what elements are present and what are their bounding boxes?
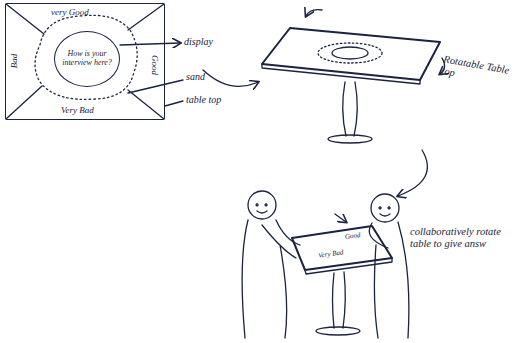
table-scribble-label: Good bbox=[345, 231, 362, 241]
flow-arrow bbox=[398, 150, 427, 196]
leader-line bbox=[165, 101, 183, 106]
display-circle: How is your interview here? bbox=[54, 31, 120, 87]
annotation-label: table top bbox=[186, 94, 221, 106]
leader-line bbox=[120, 43, 180, 45]
rotatable-table bbox=[262, 10, 445, 143]
table-diagonals bbox=[6, 4, 164, 119]
people-at-table bbox=[242, 191, 409, 338]
rating-label: Good bbox=[149, 55, 159, 75]
annotation-label: collaboratively rotate table to give ans… bbox=[410, 226, 522, 250]
annotation-label: display bbox=[184, 36, 213, 48]
rating-label: Bad bbox=[10, 54, 20, 69]
leader-line bbox=[128, 80, 183, 93]
annotation-label: sand bbox=[186, 71, 205, 83]
rating-label: Very Bad bbox=[61, 106, 94, 116]
question-text: How is your interview here? bbox=[61, 50, 113, 68]
annotation-label: Rotatable Table top bbox=[440, 53, 521, 90]
flow-arrow bbox=[203, 70, 258, 86]
sand-area bbox=[35, 15, 137, 99]
rating-label: very Good bbox=[51, 8, 89, 18]
table-top-square: very GoodGoodVery Bad Bad How is your inte… bbox=[5, 3, 165, 120]
table-scribble-label: Very Bad bbox=[318, 248, 344, 260]
